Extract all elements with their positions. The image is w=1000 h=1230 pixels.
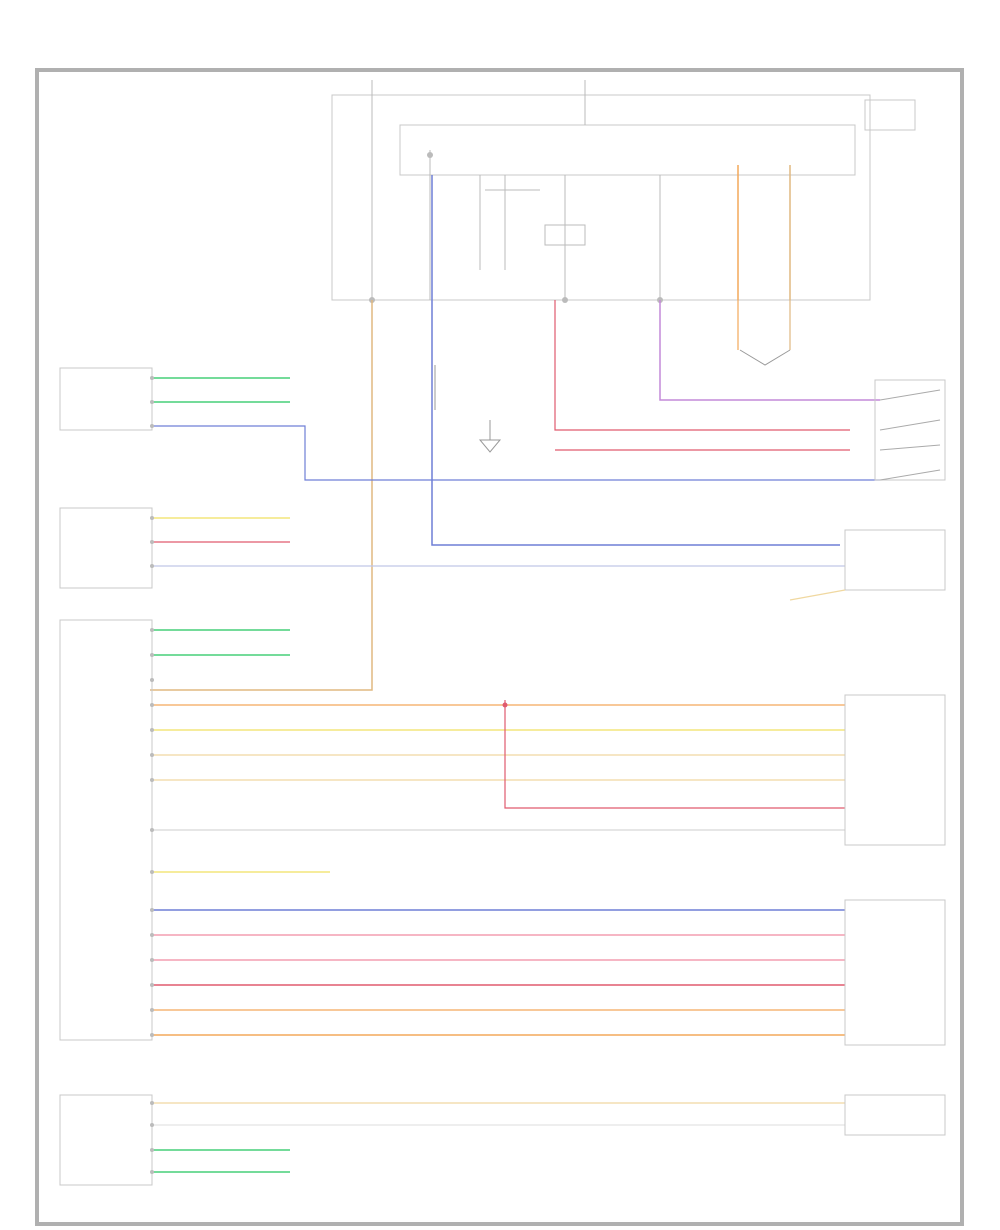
- left-connector-1: [59, 367, 880, 481]
- right-connector-1: [874, 379, 946, 481]
- pin-markers: [150, 376, 508, 1174]
- page-frame: [35, 68, 964, 1226]
- right-connector-4: [844, 899, 946, 1046]
- right-connector-5: [844, 1094, 946, 1136]
- right-connector-3: [844, 694, 946, 846]
- left-connector-4: [59, 1094, 845, 1186]
- inner-switch-box: [399, 124, 856, 176]
- vertical-wires: [150, 175, 880, 691]
- top-module-box: [331, 94, 871, 301]
- left-connector-3: [59, 619, 845, 1041]
- left-connector-2: [59, 507, 845, 589]
- top-right-label-box: [864, 99, 916, 131]
- top-module: [331, 80, 916, 303]
- right-connector-2: [789, 529, 946, 601]
